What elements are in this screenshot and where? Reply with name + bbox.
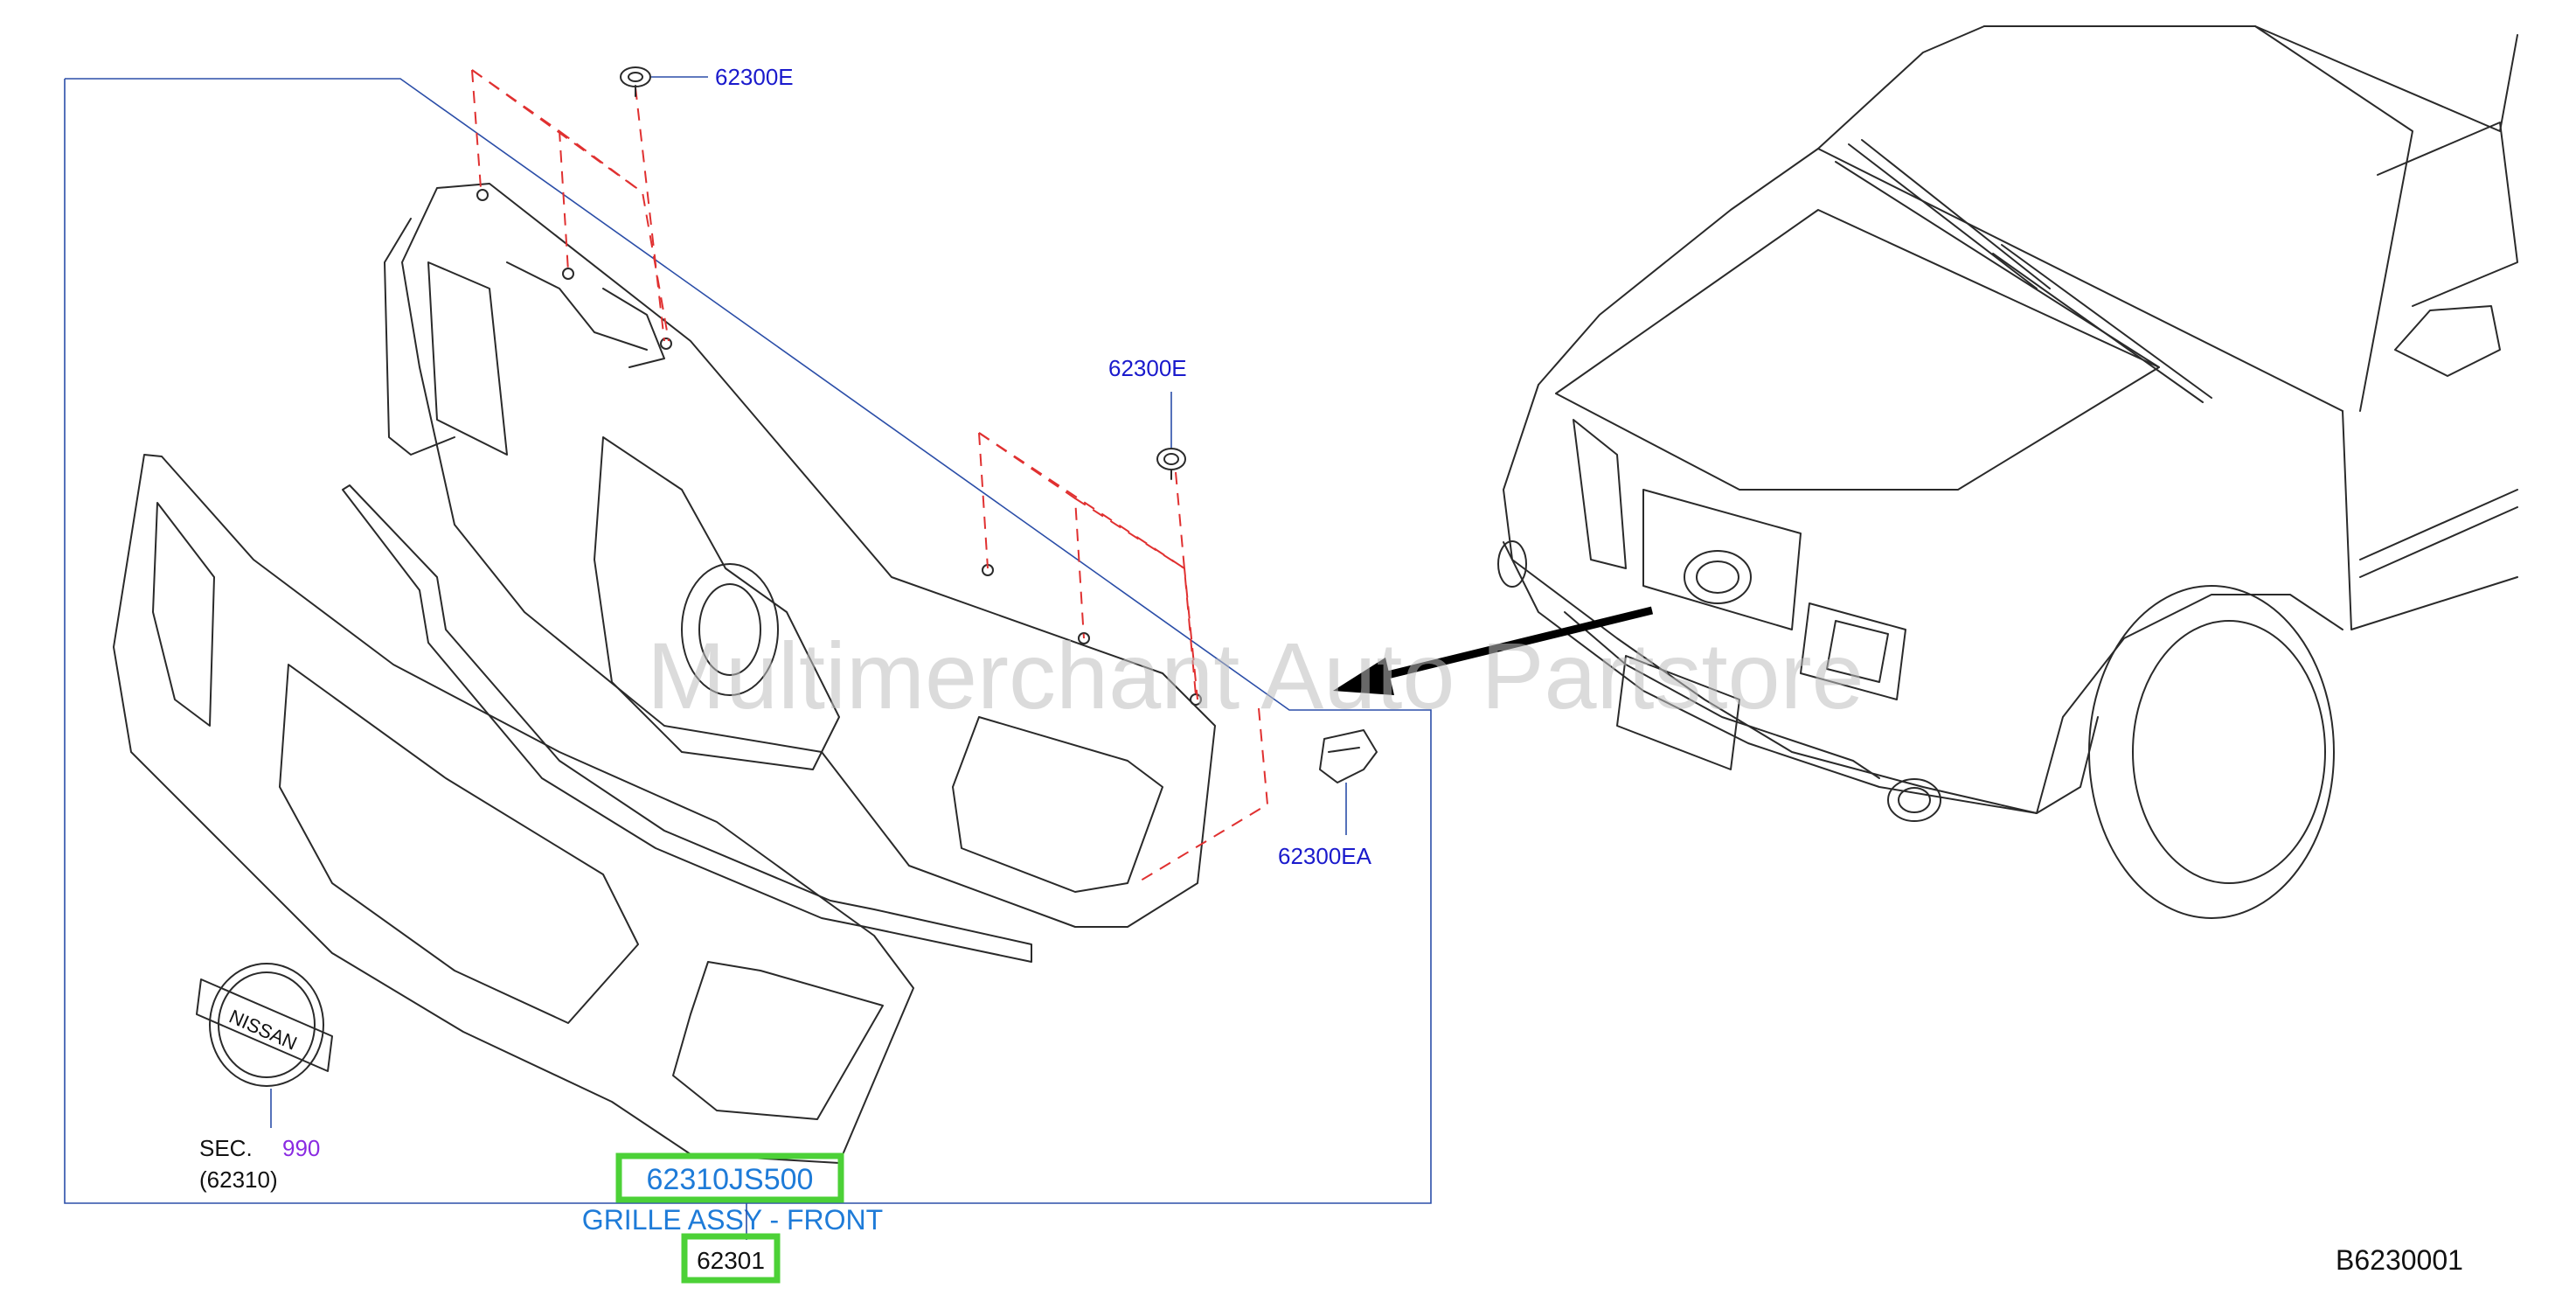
callout-62300e-top[interactable]: 62300E [715,64,794,90]
section-ref-number[interactable]: 990 [282,1135,320,1161]
clip-fastener-mid [1156,392,1186,480]
section-ref-prefix: SEC. [199,1135,253,1161]
part-sub-code-62301[interactable]: 62301 [697,1247,765,1274]
part-number-highlight [615,1152,844,1203]
trim-strip-part [342,484,1032,963]
outer-grille-frame-part [113,454,914,1164]
callout-62300e-mid[interactable]: 62300E [1108,355,1187,381]
callout-62300ea[interactable]: 62300EA [1278,843,1372,869]
sub-code-highlight [681,1233,781,1284]
emblem-lettering: NISSAN [226,1006,301,1055]
watermark-text: Multimerchant Auto Partstore [647,623,1864,728]
inner-grille-part [384,183,1216,928]
part-description: GRILLE ASSY - FRONT [582,1204,883,1236]
alignment-lines [471,69,1269,884]
section-ref-sub: (62310) [199,1166,278,1193]
diagram-frame [64,78,1432,1204]
clip-fastener-side [1319,729,1378,835]
nissan-emblem-part: NISSAN [196,963,333,1128]
vehicle-illustration [1497,25,2518,919]
part-number-62310js500[interactable]: 62310JS500 [647,1163,814,1196]
direction-arrow [1333,606,1654,695]
diagram-code: B6230001 [2336,1244,2463,1276]
clip-fastener-top [620,66,708,97]
